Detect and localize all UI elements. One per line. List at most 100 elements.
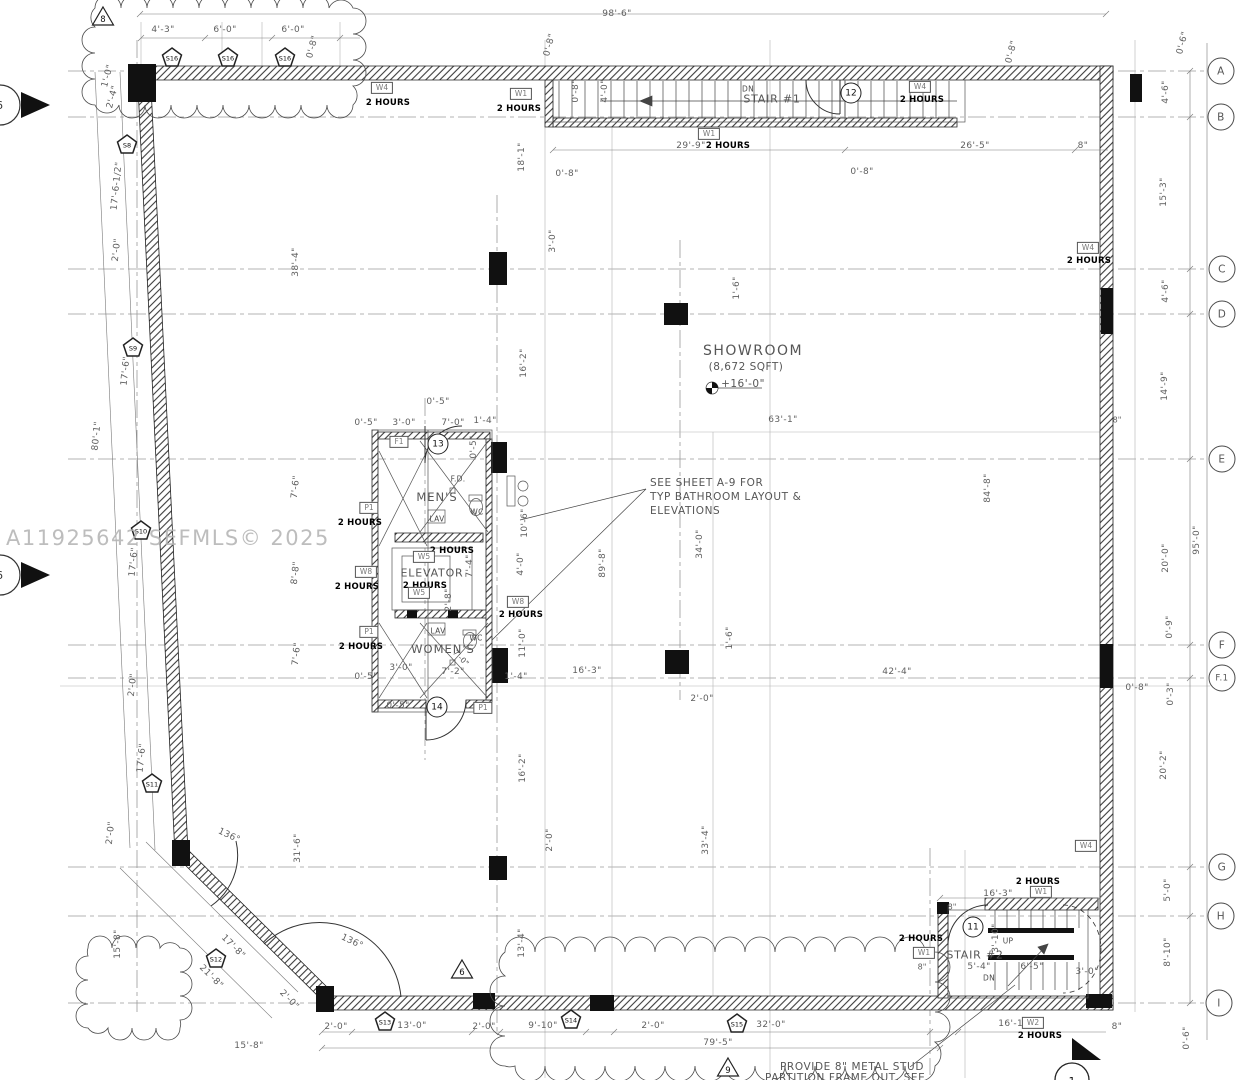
dim-label: 2 HOURS [1017,1031,1063,1041]
dim-label: 7'-0" [441,418,465,428]
dim-label: 1'-6" [725,626,735,650]
dim-label: 13'-4" [517,928,527,958]
dim-label: 0'-3" [1166,682,1176,706]
dim-label: 1'-4" [473,416,497,426]
keynote-pentagon: S16 [217,47,239,67]
dim-label: 34'-0" [695,529,705,559]
svg-text:S8: S8 [123,142,131,150]
dim-label: 15'-3" [1159,177,1169,207]
wall-type-tag: P1 [473,701,493,715]
door-number-circle: 11 [962,916,984,938]
dim-label: 7'-2" [441,667,465,677]
dim-label: 2 HOURS [899,95,945,105]
dim-label: 8" [947,902,957,912]
leaders-and-symbols [491,381,1016,1068]
dim-label: 16'-3" [983,889,1013,899]
dim-label: 98'-6" [602,9,632,19]
columns [128,64,1142,1012]
dim-label: 2 HOURS [337,518,383,528]
dim-label: 2'-0" [472,1022,496,1032]
dim-label: 2 HOURS [338,642,384,652]
dim-label: 7'-4" [465,554,475,578]
dim-label: PROVIDE 8" METAL STUD [780,1061,925,1073]
wall-type-tag: P1 [359,625,379,639]
svg-text:1: 1 [1069,1075,1076,1080]
dim-label: LAV [429,514,445,524]
dim-label: 2 HOURS [334,582,380,592]
dim-label: SHOWROOM [702,343,804,359]
wall-type-tag: W1 [509,87,533,101]
dim-label: LAV [430,626,446,636]
wall-type-tag: W4 [908,80,932,94]
svg-text:S13: S13 [379,1019,391,1027]
wall-type-tag: W1 [697,127,721,141]
wall-type-tag: W2 [1021,1016,1045,1030]
dim-label: 84'-8" [983,473,993,503]
keynote-pentagon: S9 [122,337,144,357]
dim-label: 9'-10" [528,1021,558,1031]
dim-label: ELEVATOR [400,566,464,580]
grid-bubble: G [1208,853,1236,881]
svg-text:8: 8 [100,15,105,25]
dim-label: 2 HOURS [705,141,751,151]
dim-label: +16'-0" [721,378,765,390]
stair-treads [558,81,1080,990]
revision-triangle: 8 [91,5,115,27]
elevator-north-wall [394,532,484,543]
dim-label: ELEVATIONS [650,505,721,517]
dim-label: 2'-0" [324,1022,348,1032]
svg-text:S16: S16 [222,55,234,63]
svg-text:S9: S9 [129,345,137,353]
dim-label: 4'-6" [1161,80,1171,104]
grid-bubble: I [1205,989,1233,1017]
dim-label: 15'-8" [113,929,123,959]
dim-label: 0'-9" [1165,615,1175,639]
wall-type-tag: W4 [1076,241,1100,255]
dim-label: 6'-0" [213,25,237,35]
grid-bubble: D [1208,300,1236,328]
door-number-circle: 14 [426,696,448,718]
keynote-pentagon: S15 [726,1013,748,1033]
dim-label: 2'-0" [690,694,714,704]
dim-label: 2 HOURS [1015,877,1061,887]
keynote-pentagon: S14 [560,1009,582,1029]
dim-label: 38'-4" [291,247,301,277]
wall-type-tag: W4 [1074,839,1098,853]
svg-text:S14: S14 [565,1017,577,1025]
dim-label: 18'-1" [517,142,527,172]
wall-type-tag: F1 [389,435,409,449]
dim-label: 26'-5" [960,141,990,151]
svg-text:6: 6 [0,99,3,112]
dim-label: 3'-10" [991,923,1001,953]
dim-label: 0'-5" [386,701,410,711]
wall-type-tag: W1 [912,946,936,960]
dim-label: PARTITION FRAME OUT, SEE [765,1072,926,1080]
dim-label: 8" [917,962,927,972]
dim-label: 5'-4" [967,962,991,972]
dim-label: 8" [1077,141,1089,151]
door-number-circle: 12 [840,82,862,104]
dim-label: WOMEN'S [411,642,475,656]
dim-label: 10'-6" [520,508,530,538]
wall-type-tag: W4 [370,81,394,95]
wall-left [136,65,189,856]
dim-label: 2 HOURS [1066,256,1112,266]
dim-label: 0'-8" [850,167,874,177]
mls-watermark: A11925642 SEFMLS© 2025 [6,526,330,550]
wall-type-tag: W1 [1029,885,1053,899]
grid-bubble: F [1208,631,1236,659]
dim-label: 8'-10" [1163,937,1173,967]
dim-label: 3'-0" [392,418,416,428]
grid-bubble: A [1207,57,1235,85]
keynote-pentagon: S13 [374,1011,396,1031]
dim-label: 2 HOURS [402,581,447,591]
dim-label: 79'-5" [703,1038,733,1048]
svg-text:S15: S15 [731,1021,743,1029]
keynote-pentagon: S16 [161,47,183,67]
dim-label: 89'-8" [598,548,608,578]
dim-label: 13'-0" [397,1021,427,1031]
dim-label: 0'-6" [1182,1026,1192,1050]
dim-label: 2 HOURS [496,104,542,114]
